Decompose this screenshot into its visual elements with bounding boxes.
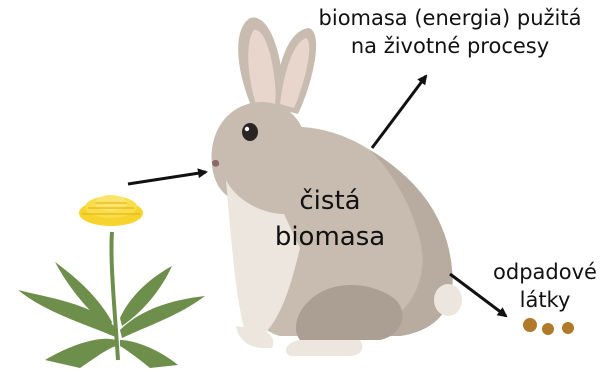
droppings-icon <box>523 318 574 335</box>
net-biomass-line-1: čistá <box>255 183 405 219</box>
net-biomass-line-2: biomasa <box>255 219 405 255</box>
energy-used-line-2: na životné procesy <box>300 32 600 60</box>
waste-label: odpadové látky <box>480 258 608 314</box>
waste-line-1: odpadové <box>480 258 608 286</box>
arrow-icon <box>372 76 426 148</box>
net-biomass-label: čistá biomasa <box>255 183 405 255</box>
dandelion-icon <box>18 195 205 368</box>
energy-used-label: biomasa (energia) pužitá na životné proc… <box>300 4 600 60</box>
arrow-icon <box>128 172 206 184</box>
energy-used-line-1: biomasa (energia) pužitá <box>300 4 600 32</box>
waste-line-2: látky <box>480 286 608 314</box>
